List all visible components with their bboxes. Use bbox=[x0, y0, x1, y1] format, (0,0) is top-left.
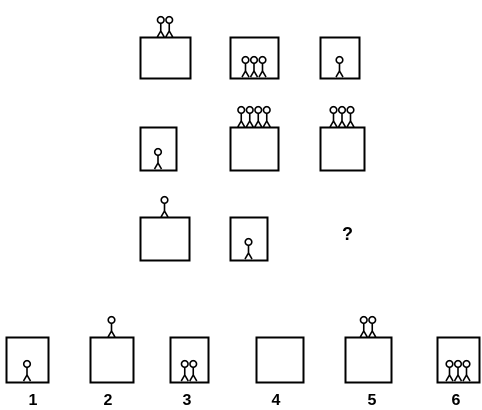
option-number-3[interactable]: 3 bbox=[177, 392, 197, 410]
stick-figure bbox=[24, 361, 31, 381]
stick-figure bbox=[330, 107, 337, 127]
matrix-cell-r3-c1 bbox=[141, 197, 190, 261]
stick-figure bbox=[181, 361, 188, 381]
option-box-1[interactable] bbox=[6, 338, 49, 383]
stick-figure bbox=[161, 197, 168, 217]
stick-figure bbox=[455, 361, 462, 381]
stick-figure bbox=[369, 317, 376, 337]
stick-figure bbox=[339, 107, 346, 127]
option-box-4[interactable] bbox=[256, 338, 304, 383]
stick-figure bbox=[255, 107, 262, 127]
matrix-cell-r2-c3 bbox=[321, 107, 365, 171]
stick-figure bbox=[336, 57, 343, 77]
stick-figure bbox=[463, 361, 470, 381]
stick-figure bbox=[108, 317, 115, 337]
stick-figure bbox=[259, 57, 266, 77]
option-number-4[interactable]: 4 bbox=[266, 392, 286, 410]
stick-figure bbox=[246, 107, 253, 127]
matrix-cell-r1-c2 bbox=[231, 38, 279, 79]
stick-figure bbox=[347, 107, 354, 127]
option-number-5[interactable]: 5 bbox=[362, 392, 382, 410]
stick-figure bbox=[245, 239, 252, 259]
stick-figure bbox=[166, 17, 173, 37]
matrix-cell-r2-c2 bbox=[231, 107, 279, 171]
option-number-6[interactable]: 6 bbox=[446, 392, 466, 410]
stick-figure bbox=[242, 57, 249, 77]
stick-figure bbox=[155, 149, 162, 169]
stick-figure bbox=[251, 57, 258, 77]
stick-figure bbox=[190, 361, 197, 381]
matrix-cell-r2-c1 bbox=[141, 128, 177, 171]
stick-figure bbox=[263, 107, 270, 127]
option-box-6[interactable] bbox=[437, 338, 480, 383]
missing-cell-question-mark: ? bbox=[342, 224, 353, 245]
option-number-1[interactable]: 1 bbox=[23, 392, 43, 410]
option-box-3[interactable] bbox=[170, 338, 209, 383]
stick-figure bbox=[238, 107, 245, 127]
matrix-cell-r1-c1 bbox=[141, 17, 191, 79]
option-box-5[interactable] bbox=[345, 317, 392, 383]
matrix-cell-r3-c2 bbox=[231, 218, 268, 261]
stick-figure bbox=[360, 317, 367, 337]
option-number-2[interactable]: 2 bbox=[98, 392, 118, 410]
stick-figure bbox=[157, 17, 164, 37]
matrix-cell-r1-c3 bbox=[321, 38, 360, 79]
option-box-2[interactable] bbox=[90, 317, 134, 383]
stick-figure bbox=[446, 361, 453, 381]
